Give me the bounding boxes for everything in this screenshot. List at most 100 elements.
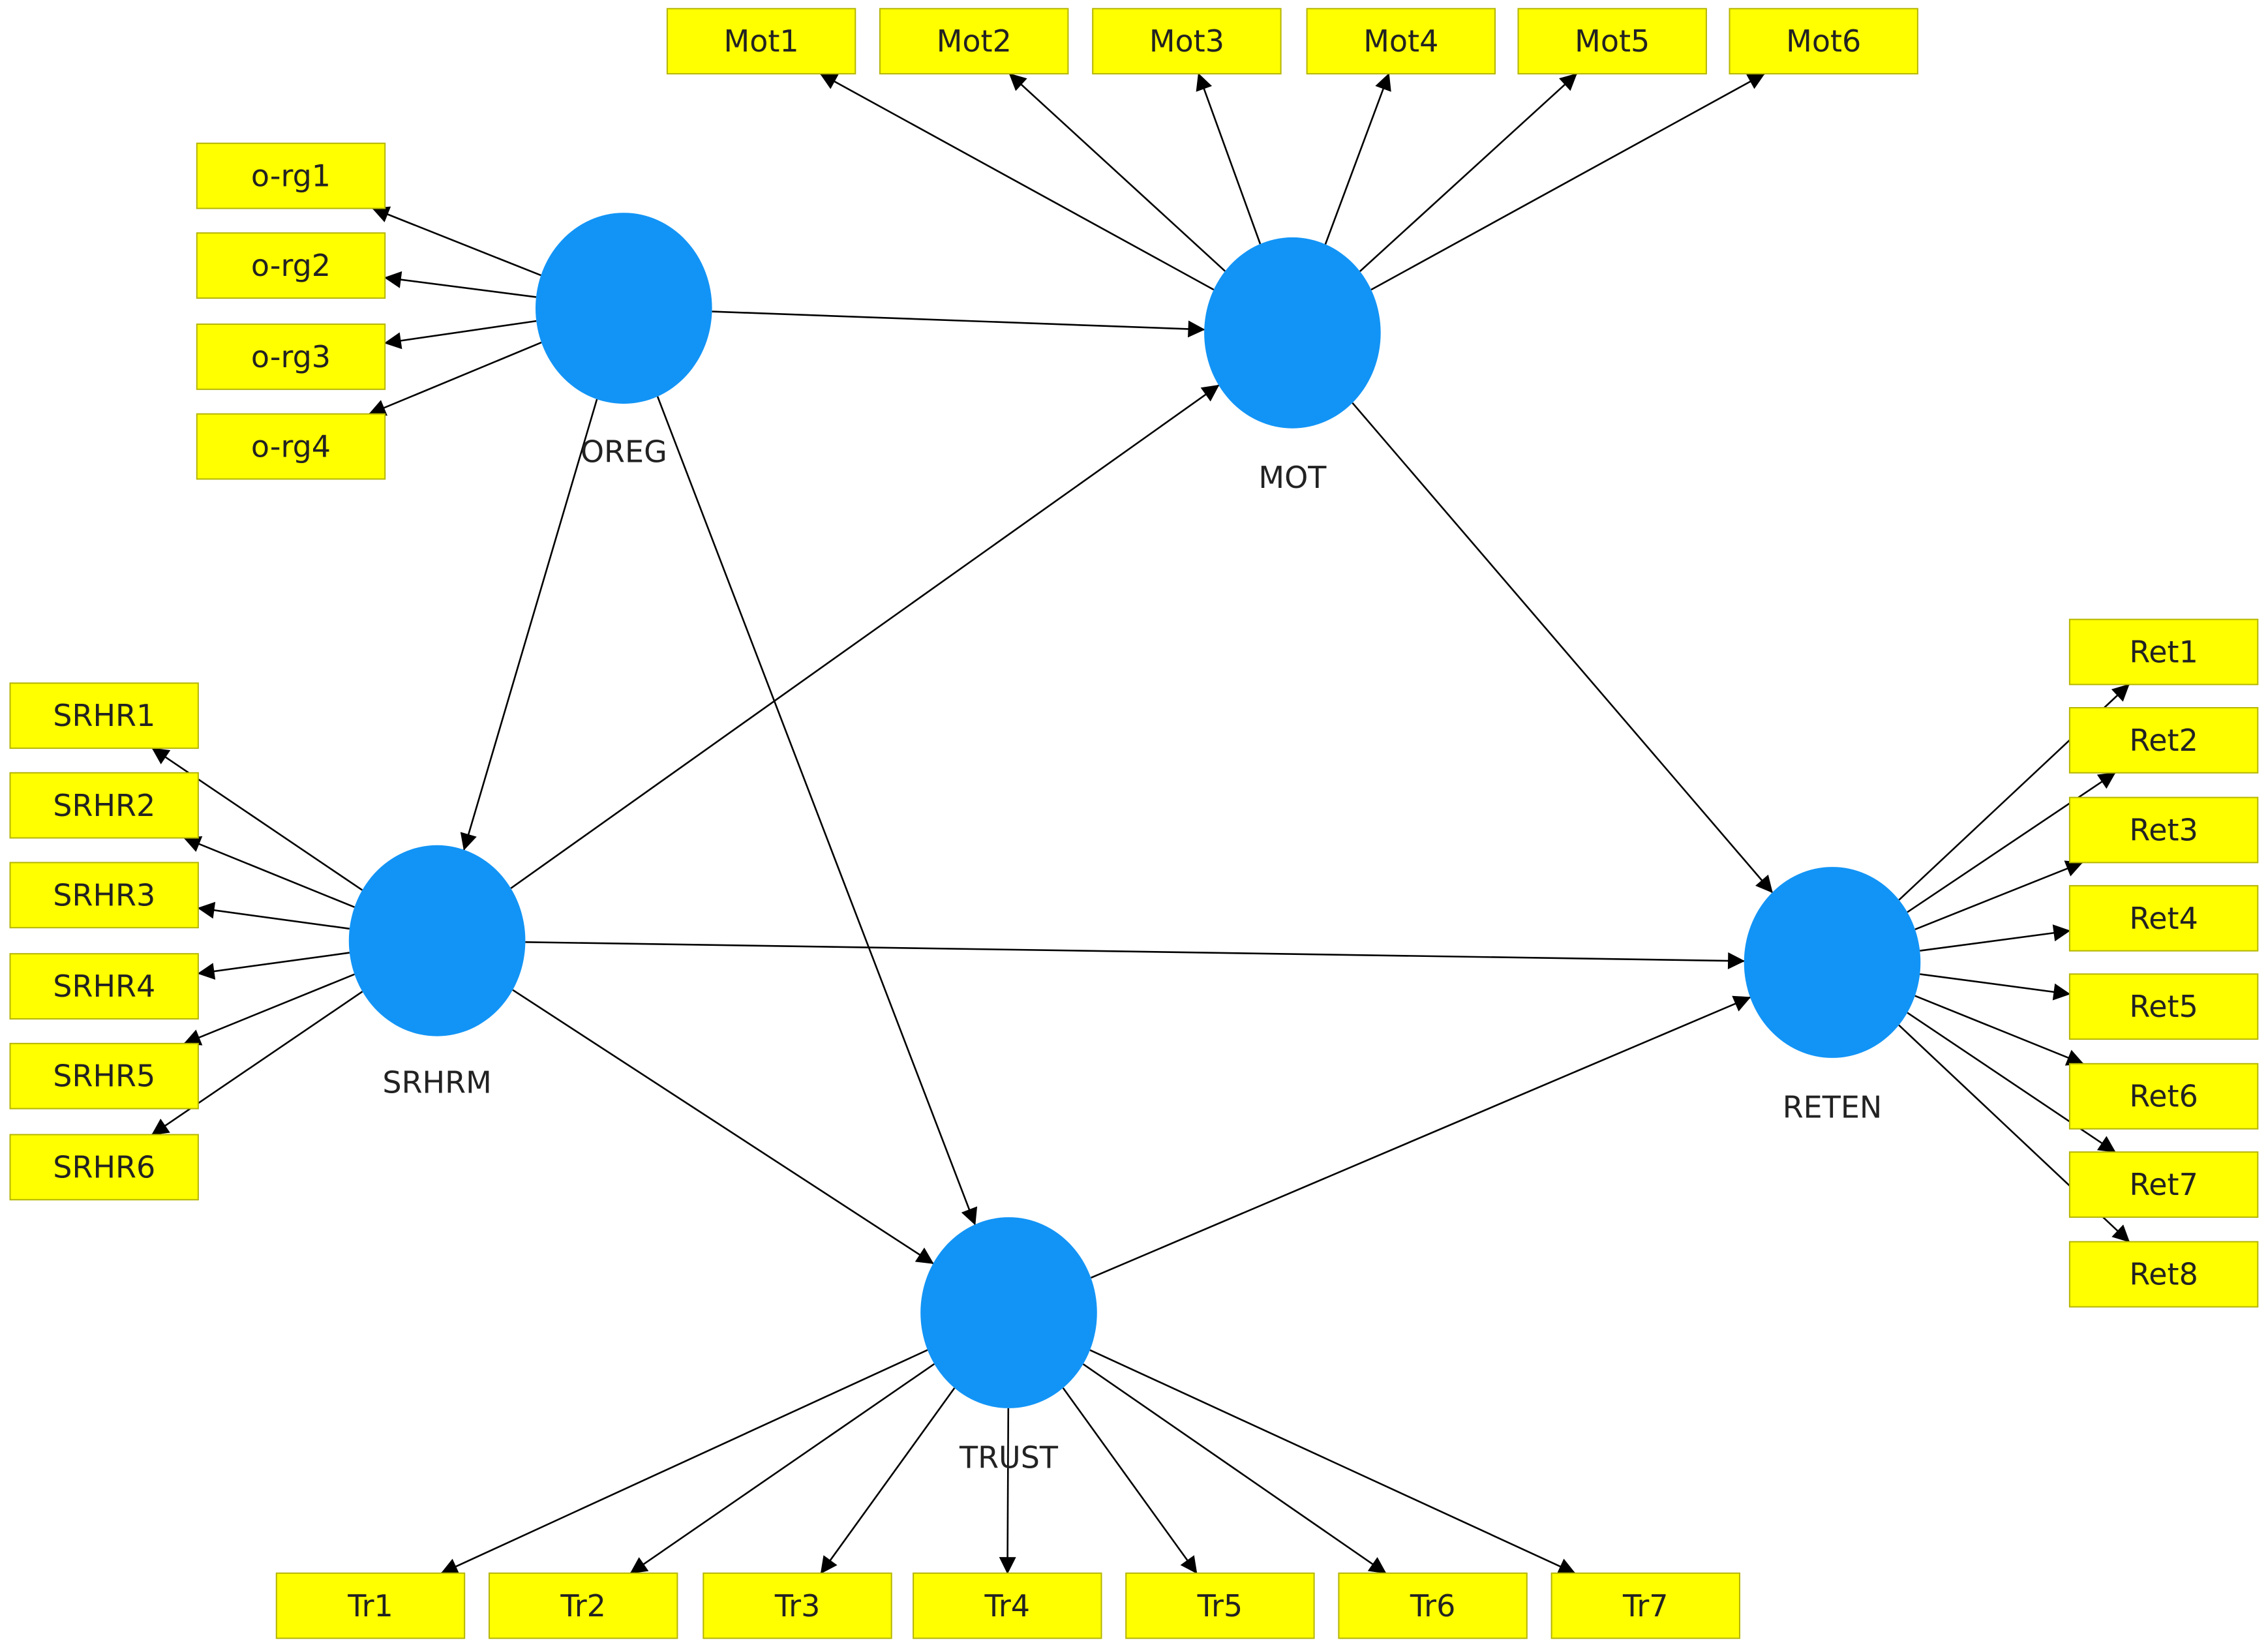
loading-arrow-org3	[384, 320, 537, 350]
path-arrow-srhrm-to-mot	[510, 384, 1220, 889]
indicator-srhr4[interactable]	[9, 953, 199, 1020]
loading-arrow-org1	[372, 206, 541, 277]
indicator-label-ret1: Ret1	[2129, 635, 2198, 670]
constructs-layer: OREG MOT SRHRM RETEN TRUST	[348, 213, 1921, 1475]
loading-arrow-srhr4	[197, 952, 350, 980]
construct-label-trust: TRUST	[959, 1440, 1059, 1475]
indicator-label-tr5: Tr5	[1197, 1588, 1243, 1624]
loading-arrow-ret3	[1914, 860, 2083, 931]
loading-arrow-org2	[384, 271, 537, 298]
path-arrow-mot-to-reten	[1352, 402, 1773, 894]
indicator-label-mot4: Mot4	[1363, 23, 1438, 59]
indicator-label-ret8: Ret8	[2129, 1257, 2198, 1292]
indicator-mot5[interactable]	[1517, 8, 1707, 75]
loading-arrow-tr1	[440, 1349, 928, 1575]
loading-arrow-tr3	[820, 1387, 956, 1574]
loading-arrow-srhr1	[151, 748, 363, 891]
construct-label-mot: MOT	[1258, 460, 1327, 495]
indicator-label-tr6: Tr6	[1410, 1588, 1456, 1624]
indicator-srhr2[interactable]	[9, 772, 199, 839]
indicator-label-srhr5: SRHR5	[53, 1059, 155, 1094]
indicator-label-ret6: Ret6	[2129, 1079, 2198, 1114]
indicator-label-mot3: Mot3	[1149, 23, 1224, 59]
indicator-label-tr4: Tr4	[984, 1588, 1031, 1624]
loading-arrow-tr5	[1062, 1387, 1198, 1574]
indicator-label-tr7: Tr7	[1622, 1588, 1669, 1624]
construct-label-srhrm: SRHRM	[382, 1065, 491, 1100]
construct-mot[interactable]	[1204, 237, 1381, 429]
indicator-tr7[interactable]	[1550, 1572, 1741, 1639]
indicator-label-tr2: Tr2	[560, 1588, 606, 1624]
indicator-tr3[interactable]	[703, 1572, 892, 1639]
edges-layer	[151, 72, 2130, 1575]
loading-arrow-srhr3	[197, 901, 350, 930]
construct-oreg[interactable]	[536, 213, 712, 404]
indicator-mot3[interactable]	[1092, 8, 1282, 75]
indicator-mot6[interactable]	[1729, 8, 1918, 75]
indicator-label-mot6: Mot6	[1786, 23, 1861, 59]
path-arrow-srhrm-to-reten	[525, 941, 1746, 969]
loading-arrow-mot6	[1370, 73, 1765, 291]
indicator-label-ret4: Ret4	[2129, 901, 2198, 936]
indicator-label-mot5: Mot5	[1575, 23, 1650, 59]
loading-arrow-mot4	[1324, 72, 1391, 245]
indicator-tr4[interactable]	[913, 1572, 1102, 1639]
indicator-label-org4: o-rg4	[251, 429, 331, 464]
indicator-label-mot1: Mot1	[724, 23, 799, 59]
path-arrow-trust-to-reten	[1090, 995, 1751, 1279]
indicator-mot2[interactable]	[879, 8, 1069, 75]
indicator-label-ret7: Ret7	[2129, 1167, 2198, 1202]
indicator-org2[interactable]	[196, 232, 386, 299]
indicator-org3[interactable]	[196, 324, 386, 390]
indicator-mot1[interactable]	[666, 8, 856, 75]
indicator-ret7[interactable]	[2068, 1151, 2259, 1218]
loading-arrow-srhr6	[151, 991, 363, 1136]
indicator-tr1[interactable]	[275, 1572, 466, 1639]
indicator-ret3[interactable]	[2068, 796, 2259, 864]
indicator-ret1[interactable]	[2068, 618, 2259, 686]
indicator-tr5[interactable]	[1125, 1572, 1315, 1639]
indicator-label-srhr2: SRHR2	[53, 788, 155, 823]
indicator-srhr1[interactable]	[9, 682, 199, 749]
loading-arrow-ret5	[1920, 973, 2071, 1001]
indicator-label-org1: o-rg1	[251, 159, 331, 194]
indicator-label-tr3: Tr3	[774, 1588, 821, 1624]
indicator-ret2[interactable]	[2068, 707, 2259, 774]
loading-arrow-srhr2	[183, 836, 355, 908]
construct-label-reten: RETEN	[1783, 1089, 1882, 1125]
loading-arrow-ret2	[1907, 772, 2116, 913]
construct-label-oreg: OREG	[581, 434, 667, 469]
loading-arrow-ret4	[1920, 924, 2071, 952]
indicator-mot4[interactable]	[1306, 8, 1496, 75]
construct-reten[interactable]	[1744, 867, 1921, 1058]
indicators-layer: o-rg1 o-rg2 o-rg3 o-rg4 Mot1 Mot2 Mot3 Mot4 Mot5…	[9, 8, 2259, 1639]
construct-trust[interactable]	[920, 1217, 1097, 1408]
construct-srhrm[interactable]	[348, 845, 526, 1036]
indicator-label-tr1: Tr1	[347, 1588, 393, 1624]
indicator-ret4[interactable]	[2068, 884, 2259, 952]
indicator-label-org3: o-rg3	[251, 339, 331, 374]
loading-arrow-tr2	[629, 1363, 935, 1574]
indicator-org4[interactable]	[196, 413, 386, 480]
indicator-label-org2: o-rg2	[251, 248, 331, 283]
path-arrow-oreg-to-trust	[656, 396, 978, 1226]
indicator-srhr5[interactable]	[9, 1042, 199, 1110]
indicator-ret5[interactable]	[2068, 973, 2259, 1040]
loading-arrow-tr6	[1082, 1363, 1387, 1574]
loading-arrow-tr7	[1089, 1349, 1576, 1575]
indicator-label-srhr1: SRHR1	[53, 698, 155, 733]
indicator-label-ret2: Ret2	[2129, 723, 2198, 758]
loading-arrow-ret6	[1914, 995, 2084, 1066]
indicator-org1[interactable]	[196, 142, 386, 209]
indicator-ret6[interactable]	[2068, 1063, 2259, 1130]
indicator-label-mot2: Mot2	[937, 23, 1012, 59]
indicator-srhr6[interactable]	[9, 1134, 199, 1201]
indicator-tr2[interactable]	[489, 1572, 678, 1639]
loading-arrow-mot5	[1359, 73, 1577, 272]
loading-arrow-org4	[368, 341, 542, 416]
indicator-tr6[interactable]	[1338, 1572, 1528, 1639]
indicator-srhr3[interactable]	[9, 862, 199, 929]
indicator-ret8[interactable]	[2068, 1241, 2259, 1308]
path-arrow-oreg-to-srhrm	[460, 399, 598, 851]
loading-arrow-srhr5	[183, 973, 355, 1046]
